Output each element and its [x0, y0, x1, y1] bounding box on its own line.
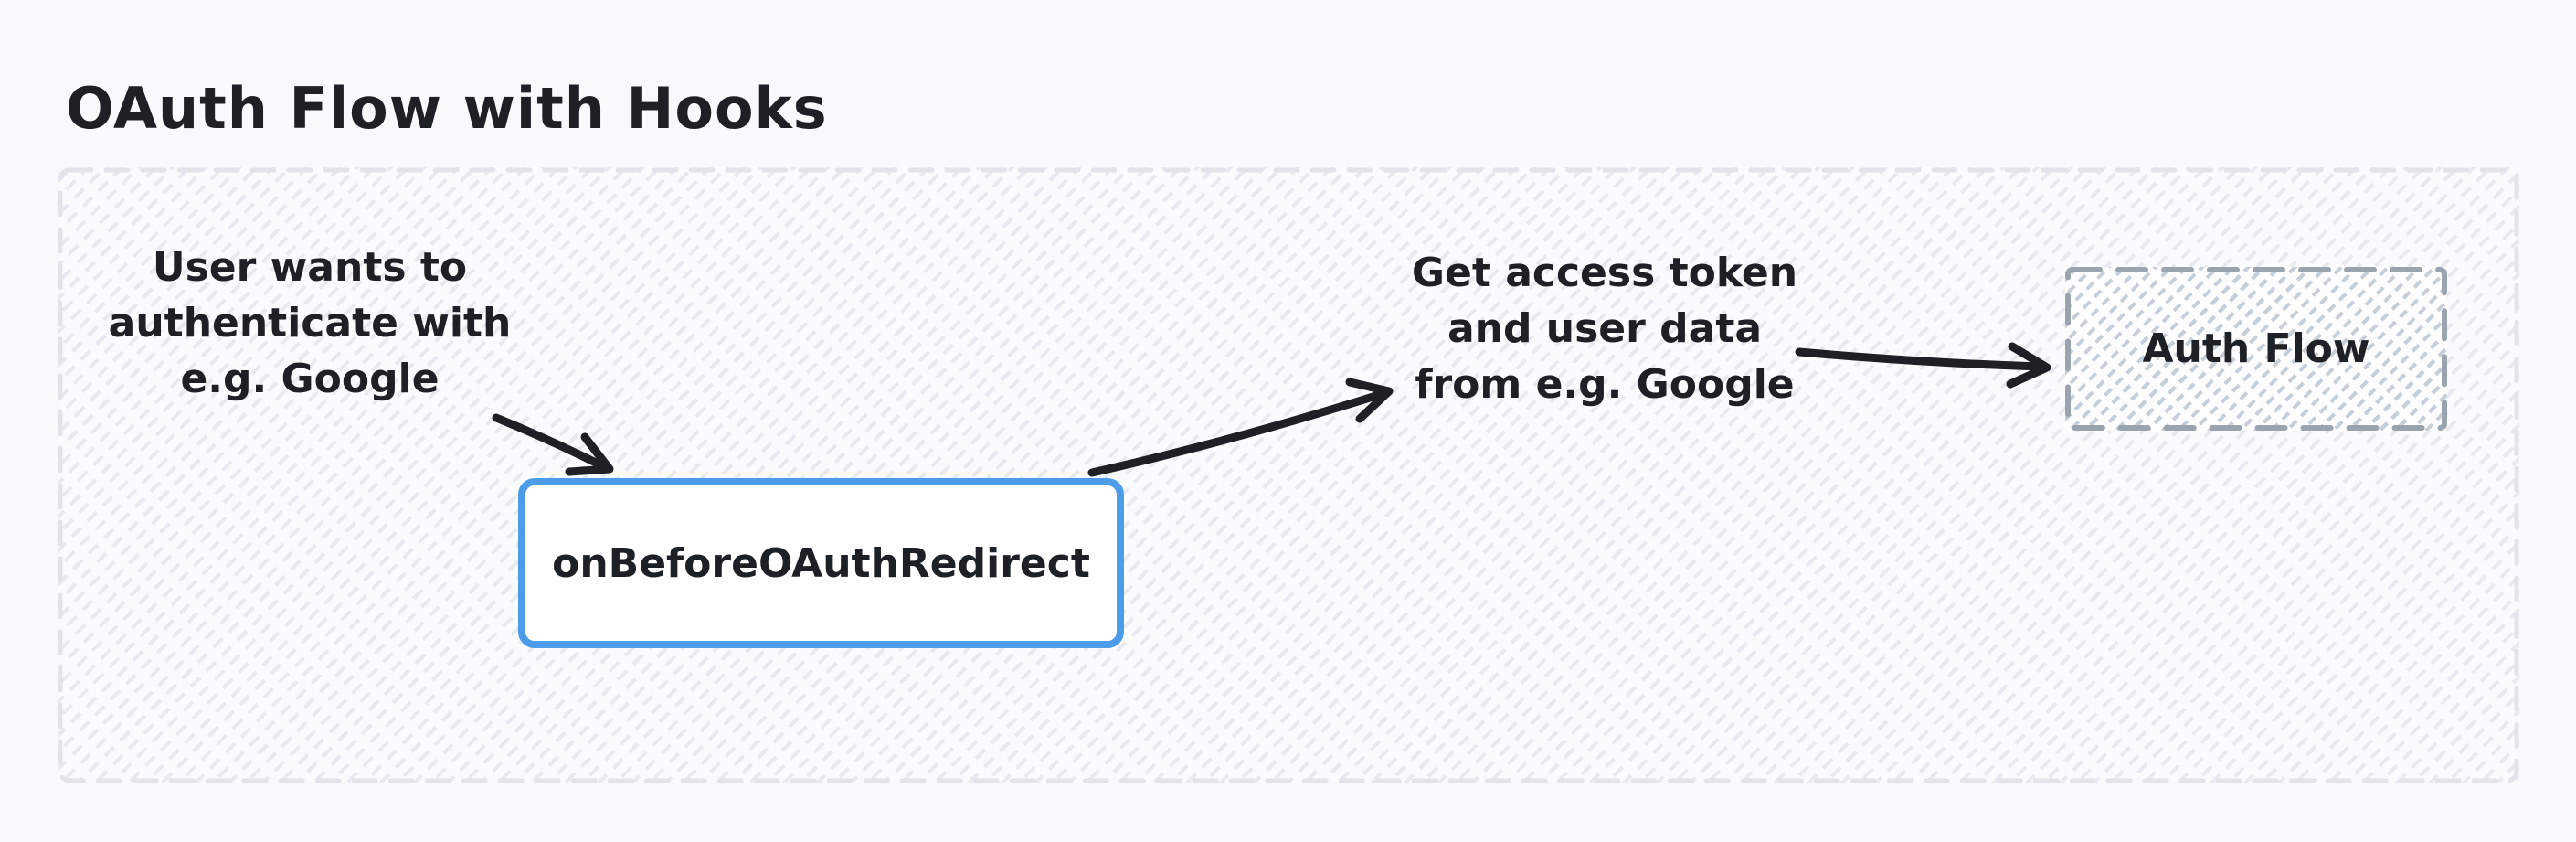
hook-node-label: onBeforeOAuthRedirect	[552, 539, 1090, 587]
hook-node[interactable]: onBeforeOAuthRedirect	[518, 478, 1124, 648]
annotation-line: User wants to	[152, 244, 468, 291]
auth-flow-node-label: Auth Flow	[2142, 325, 2370, 372]
annotation-user-intent: User wants to authenticate with e.g. Goo…	[95, 240, 525, 407]
annotation-line: authenticate with	[108, 300, 512, 346]
diagram-title: OAuth Flow with Hooks	[66, 75, 828, 142]
annotation-line: and user data	[1447, 305, 1763, 352]
annotation-line: e.g. Google	[180, 356, 440, 402]
annotation-line: from e.g. Google	[1415, 361, 1795, 408]
annotation-line: Get access token	[1411, 250, 1798, 296]
auth-flow-node[interactable]: Auth Flow	[2065, 267, 2447, 431]
annotation-get-token: Get access token and user data from e.g.…	[1385, 245, 1824, 412]
